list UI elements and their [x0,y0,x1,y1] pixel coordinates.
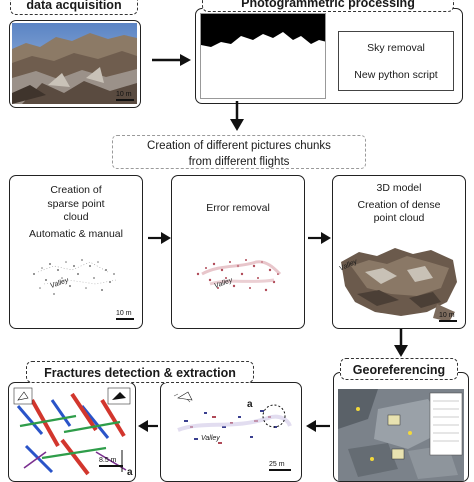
valley-label: Valley [201,435,220,442]
photogrammetric-panel: Sky removal New python script [195,8,463,104]
arrow-right-2 [148,232,171,244]
arrow-right-3 [308,232,331,244]
arrow-down-1 [230,101,244,131]
sparse-subtitle: Automatic & manual [29,227,123,240]
scale-label: 25 m [269,461,285,468]
fracture-map-panel: 8.5 m a [8,382,136,482]
fracture-cloud-image [164,386,298,476]
chunks-header: Creation of different pictures chunks fr… [112,135,366,169]
scale-label: 10 m [116,310,132,317]
scale-label: 10 m [439,312,455,319]
scale-bar: 25 m [269,461,291,471]
georeferencing-panel [333,372,469,482]
photogrammetric-header: Photogrammetric processing [202,0,454,12]
sky-removal-label: Sky removal [367,42,425,54]
arrow-left-2 [138,420,158,432]
marker-a-label: a [127,467,133,478]
fractures-header: Fractures detection & extraction [26,361,254,383]
error-removal-label: Error removal [206,202,270,214]
marker-a-label: a [247,399,253,410]
filtered-cloud-image [176,244,300,322]
fracture-map-image [12,386,132,480]
fracture-cloud-panel: a Valley 25 m [160,382,302,482]
sparse-cloud-image [14,244,138,322]
canyon-photo [12,23,137,104]
sky-mask-image [200,13,326,99]
data-acquisition-header: data acquisition [10,0,138,15]
scale-bar: 10 m [116,310,134,320]
dense-cloud-title: Creation of dense point cloud [357,198,441,225]
orthophoto-image [338,389,464,481]
georeferencing-header: Georeferencing [340,358,458,380]
scale-label: 8.5 m [99,457,117,464]
error-removal-panel: Error removal Valley [171,175,305,329]
arrow-right-1 [152,54,191,66]
scale-bar: 10 m [439,312,457,322]
dense-cloud-panel: 3D model Creation of dense point cloud V… [332,175,466,329]
model-title: 3D model [376,182,422,194]
sparse-title: Creation of sparse point cloud [47,184,105,224]
sky-removal-box: Sky removal New python script [338,31,454,91]
dense-model-image [337,242,461,324]
python-script-label: New python script [354,68,438,81]
chunks-label: Creation of different pictures chunks fr… [147,140,331,168]
arrow-left-1 [306,420,330,432]
scale-bar: 10 m [116,91,134,101]
acquisition-photo-panel: 10 m [9,20,141,108]
scale-label: 10 m [116,91,132,98]
arrow-down-2 [394,329,408,357]
scale-bar: 8.5 m [99,457,123,467]
sparse-cloud-panel: Creation of sparse point cloud Automatic… [9,175,143,329]
